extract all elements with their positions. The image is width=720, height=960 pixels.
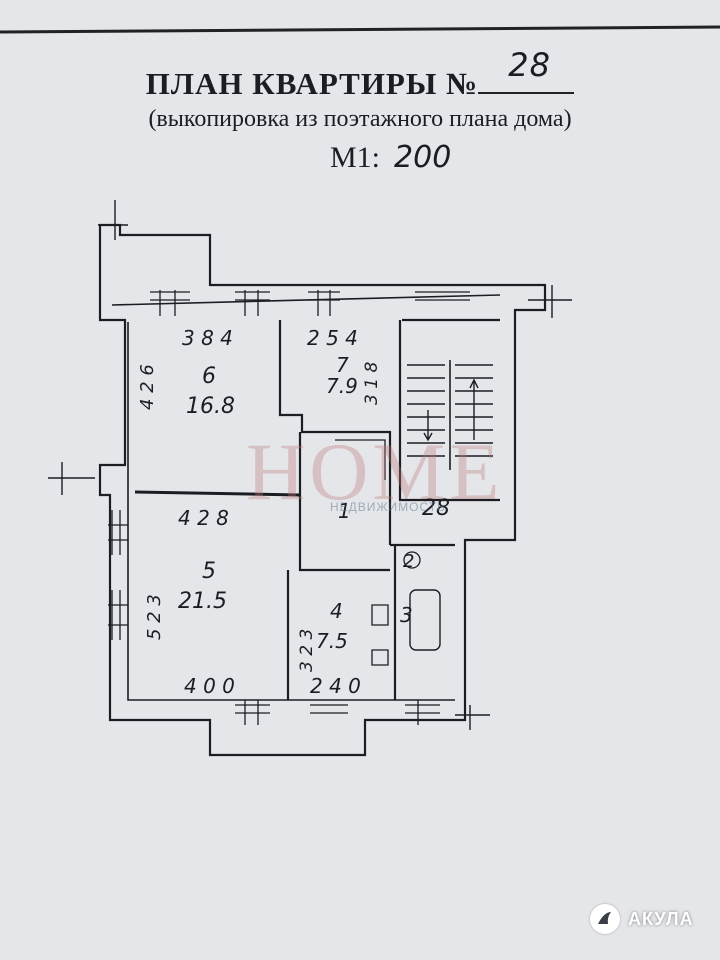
room-7-number: 7 bbox=[336, 353, 349, 377]
room-6-number: 6 bbox=[202, 364, 216, 389]
room-7-width: 2 5 4 bbox=[307, 326, 358, 350]
room-2-number: 2 bbox=[403, 551, 414, 572]
room-6-area: 16.8 bbox=[186, 394, 235, 419]
room-6-depth: 4 2 6 bbox=[137, 364, 158, 410]
document-subtitle: (выкопировка из поэтажного плана дома) bbox=[148, 106, 572, 132]
logo-text: АКУЛА bbox=[628, 908, 694, 929]
room-5-depth: 5 2 3 bbox=[144, 594, 165, 640]
room-1-number: 1 bbox=[338, 499, 351, 523]
watermark-subtitle: НЕДВИЖИМОСТЬ bbox=[330, 500, 446, 514]
document-title: ПЛАН КВАРТИРЫ № 28 bbox=[0, 46, 720, 102]
stair-number: 28 bbox=[422, 496, 450, 521]
number-field: 28 bbox=[478, 46, 575, 94]
room-5-number: 5 bbox=[202, 559, 216, 584]
room-4-number: 4 bbox=[330, 599, 343, 623]
room-4-depth: 3 2 3 bbox=[297, 629, 317, 672]
room-4-area: 7.5 bbox=[316, 629, 348, 653]
room-6-width: 3 8 4 bbox=[182, 326, 233, 350]
room-5-area: 21.5 bbox=[178, 589, 227, 614]
akula-logo: АКУЛА bbox=[590, 904, 694, 934]
room-3-number: 3 bbox=[400, 603, 413, 627]
scale-value: 200 bbox=[394, 140, 452, 175]
room-5-bottom: 4 0 0 bbox=[184, 674, 235, 698]
shark-fin-icon bbox=[590, 904, 620, 934]
apartment-number: 28 bbox=[508, 46, 551, 84]
room-7-area: 7.9 bbox=[326, 374, 358, 398]
scale-label: М1: bbox=[330, 141, 381, 174]
room-7-depth: 3 1 8 bbox=[362, 362, 382, 405]
scale-line: М1: 200 bbox=[330, 140, 451, 175]
room-4-width: 2 4 0 bbox=[310, 674, 361, 698]
title-text: ПЛАН КВАРТИРЫ № bbox=[145, 66, 479, 101]
room-5-width: 4 2 8 bbox=[178, 506, 229, 530]
